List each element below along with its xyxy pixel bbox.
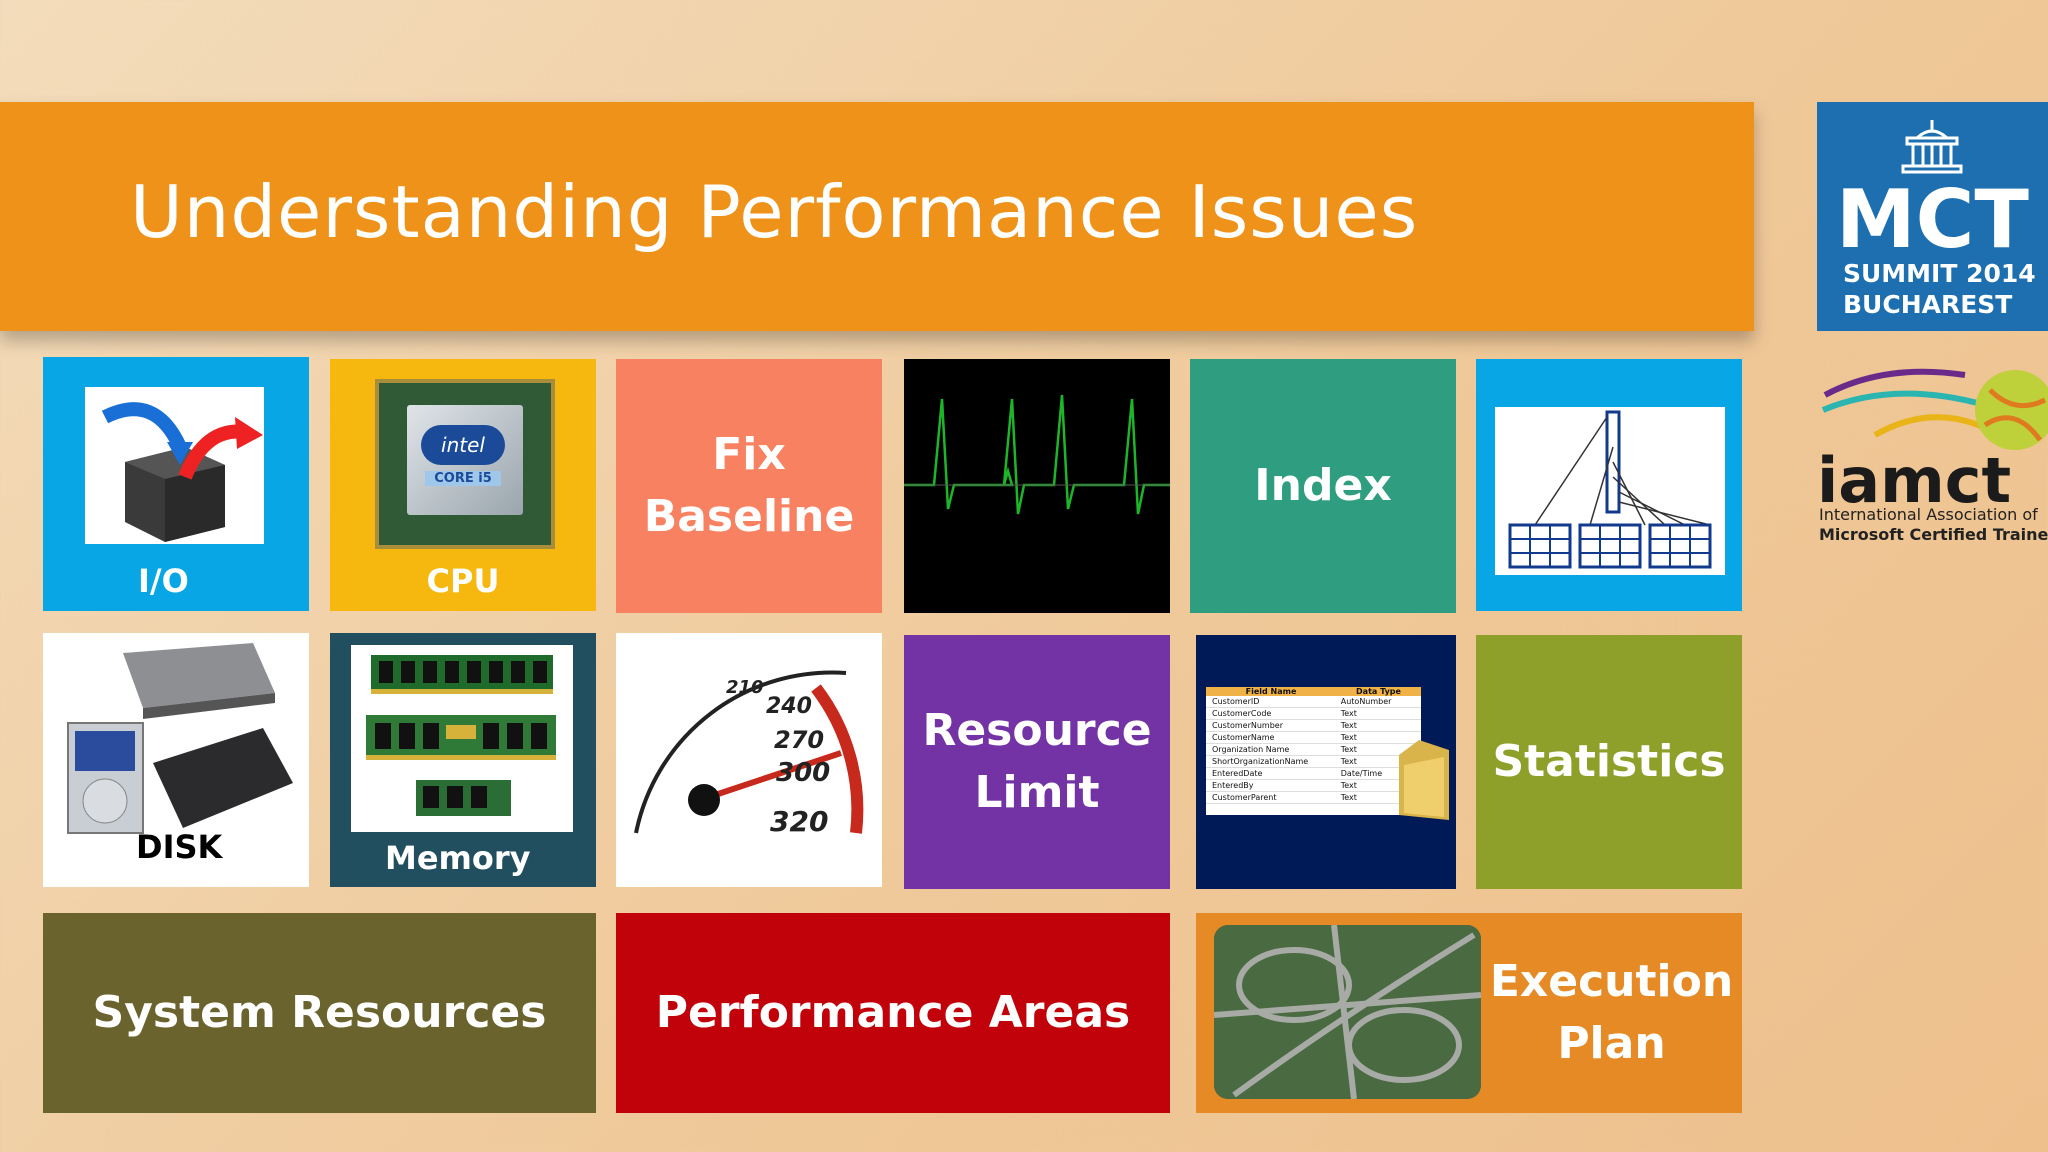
tile-performance-areas[interactable]: Performance Areas — [616, 913, 1170, 1113]
disk-label: DISK — [136, 828, 223, 866]
table-row: Organization Name Text — [1206, 744, 1421, 756]
table-row: CustomerParent Text — [1206, 792, 1421, 804]
title-bar: Understanding Performance Issues — [0, 102, 1754, 331]
tile-io[interactable]: I/O — [43, 357, 309, 611]
index-label: Index — [1254, 460, 1392, 512]
table-row: EnteredBy Text — [1206, 780, 1421, 792]
box-arrow-icon — [101, 402, 263, 542]
interchange-icon — [1214, 925, 1481, 1099]
swoosh-icon — [1821, 368, 2048, 450]
speedometer-icon: 210 240 270 300 320 — [634, 670, 864, 838]
system-resources-label: System Resources — [92, 987, 547, 1039]
fix-baseline-line1: Fix — [712, 429, 786, 481]
table-cell-field: CustomerCode — [1212, 709, 1272, 718]
mct-subtitle: SUMMIT 2014 — [1843, 259, 2036, 288]
tile-resource-limit[interactable]: Resource Limit — [904, 635, 1170, 889]
table-design-screenshot: Field Name Data Type CustomerID AutoNumbe… — [1206, 687, 1421, 815]
table-cell-type: Text — [1340, 757, 1357, 766]
speed-tick-270: 270 — [774, 726, 824, 754]
slide-title: Understanding Performance Issues — [130, 170, 1419, 254]
btree-image — [1495, 407, 1725, 575]
table-cell-field: EnteredBy — [1212, 781, 1254, 790]
table-cell-field: CustomerName — [1212, 733, 1275, 742]
table-cell-type: Text — [1340, 721, 1357, 730]
tile-table-design[interactable]: Field Name Data Type CustomerID AutoNumbe… — [1196, 635, 1456, 889]
resource-limit-line1: Resource — [922, 705, 1152, 757]
cpu-brand: intel — [421, 425, 505, 465]
tile-btree[interactable] — [1476, 359, 1742, 611]
table-cell-field: CustomerID — [1212, 697, 1260, 706]
tile-fix-baseline[interactable]: Fix Baseline — [616, 359, 882, 613]
table-cell-type: Text — [1340, 781, 1357, 790]
execution-plan-line1: Execution — [1489, 956, 1734, 1008]
tile-disk[interactable]: DISK — [43, 633, 309, 887]
iamct-wordmark: iamct — [1817, 444, 2012, 517]
table-cell-type: Text — [1340, 733, 1357, 742]
table-row: EnteredDate Date/Time — [1206, 768, 1421, 780]
heartbeat-graph — [904, 394, 1170, 515]
table-cell-field: CustomerParent — [1212, 793, 1277, 802]
iamct-line1: International Association of — [1819, 505, 2038, 524]
table-row: CustomerID AutoNumber — [1206, 696, 1421, 708]
iamct-logo: iamct International Association of Micro… — [1815, 355, 2048, 555]
cpu-model: CORE i5 — [425, 471, 501, 486]
table-header-field: Field Name — [1245, 687, 1297, 696]
iamct-line2: Microsoft Certified Trainers — [1819, 525, 2048, 544]
table-cell-type: AutoNumber — [1340, 697, 1392, 706]
table-cell-field: CustomerNumber — [1212, 721, 1283, 730]
table-header-type: Data Type — [1356, 687, 1401, 696]
cpu-chip: intel CORE i5 — [375, 379, 555, 549]
speed-tick-300: 300 — [776, 758, 830, 788]
table-cell-type: Date/Time — [1340, 769, 1383, 778]
btree-diagram-icon — [1508, 410, 1712, 569]
tile-statistics[interactable]: Statistics — [1476, 635, 1742, 889]
highway-image — [1214, 925, 1481, 1099]
ram-modules-icon — [366, 655, 556, 816]
table-row: ShortOrganizationName Text — [1206, 756, 1421, 768]
table-cell-field: EnteredDate — [1212, 769, 1263, 778]
disk-drives-icon — [67, 643, 293, 834]
table-cell-type: Text — [1340, 709, 1357, 718]
mct-city: BUCHAREST — [1843, 290, 2013, 319]
tile-heartbeat[interactable] — [904, 359, 1170, 613]
performance-areas-label: Performance Areas — [655, 987, 1131, 1039]
memory-image — [351, 645, 573, 832]
tile-cpu[interactable]: intel CORE i5 CPU — [330, 359, 596, 611]
tile-memory[interactable]: Memory — [330, 633, 596, 887]
statistics-label: Statistics — [1492, 736, 1726, 788]
mct-title: MCT — [1836, 173, 2029, 266]
resource-limit-line2: Limit — [974, 767, 1100, 818]
table-row: CustomerCode Text — [1206, 708, 1421, 720]
speed-tick-210: 210 — [726, 677, 764, 698]
folder-icon — [1399, 740, 1449, 820]
speed-tick-320: 320 — [770, 805, 828, 838]
table-row: CustomerName Text — [1206, 732, 1421, 744]
building-icon — [1901, 120, 1963, 174]
tile-execution-plan[interactable]: Execution Plan — [1196, 913, 1742, 1113]
mct-summit-logo: MCT SUMMIT 2014 BUCHAREST — [1817, 102, 2048, 331]
tile-system-resources[interactable]: System Resources — [43, 913, 596, 1113]
memory-label: Memory — [385, 839, 531, 877]
table-cell-type: Text — [1340, 793, 1357, 802]
cpu-label: CPU — [426, 562, 500, 600]
io-label: I/O — [138, 562, 189, 600]
table-cell-field: ShortOrganizationName — [1212, 757, 1309, 766]
speed-tick-240: 240 — [766, 694, 812, 719]
tile-speedometer[interactable]: 210 240 270 300 320 — [616, 633, 882, 887]
table-cell-field: Organization Name — [1212, 745, 1290, 754]
table-cell-type: Text — [1340, 745, 1357, 754]
io-image — [85, 387, 264, 544]
table-row: CustomerNumber Text — [1206, 720, 1421, 732]
execution-plan-line2: Plan — [1557, 1018, 1666, 1069]
fix-baseline-line2: Baseline — [643, 491, 855, 542]
tile-index[interactable]: Index — [1190, 359, 1456, 613]
